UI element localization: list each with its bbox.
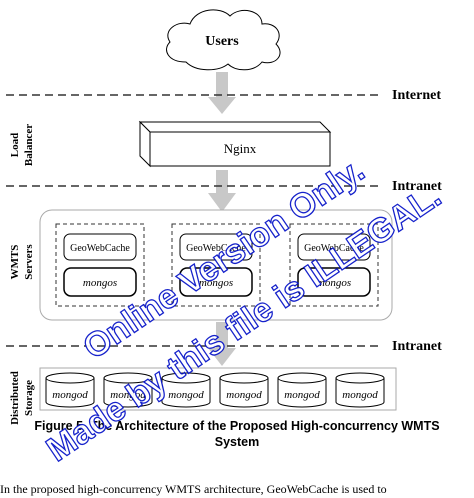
mongod-label: mongod [110, 389, 146, 401]
nginx-box: Nginx [138, 120, 332, 168]
arrow-wmts-to-storage [208, 322, 236, 366]
server-group-2: GeoWebCache mongos [171, 223, 261, 307]
nginx-label: Nginx [224, 141, 257, 156]
intranet-label-upper: Intranet [392, 179, 442, 194]
mongos-box [179, 267, 253, 297]
figure-caption-line1: Figure 5. The Architecture of the Propos… [34, 419, 439, 433]
users-label: Users [205, 34, 239, 49]
mongod-label: mongod [226, 389, 262, 401]
geowebcache-label: GeoWebCache [186, 243, 246, 254]
internet-label: Internet [392, 88, 441, 103]
tier-label-distributed: Distributed [9, 371, 21, 425]
mongos-box [297, 267, 371, 297]
server-group-1: GeoWebCache mongos [55, 223, 145, 307]
mongod-label: mongod [52, 389, 88, 401]
mongos-label: mongos [199, 277, 233, 289]
mongod-cylinder-6: mongod [335, 372, 385, 408]
geowebcache-box [297, 233, 371, 261]
tier-label-servers: Servers [23, 244, 35, 280]
mongod-label: mongod [284, 389, 320, 401]
figure-caption-line2: System [215, 435, 259, 449]
flow-arrows [208, 72, 236, 366]
mongod-cylinder-5: mongod [277, 372, 327, 408]
mongos-box [63, 267, 137, 297]
mongod-label: mongod [168, 389, 204, 401]
mongos-label: mongos [317, 277, 351, 289]
geowebcache-label: GeoWebCache [70, 243, 130, 254]
mongod-cylinder-2: mongod [103, 372, 153, 408]
geowebcache-box [63, 233, 137, 261]
body-text-fragment: In the proposed high-concurrency WMTS ar… [0, 482, 387, 496]
geowebcache-label: GeoWebCache [304, 243, 364, 254]
geowebcache-box [179, 233, 253, 261]
intranet-label-lower: Intranet [392, 339, 442, 354]
mongod-cylinder-4: mongod [219, 372, 269, 408]
users-cloud: Users [166, 9, 281, 71]
tier-label-balancer: Balancer [23, 124, 35, 166]
tier-label-load: Load [9, 133, 21, 157]
mongod-cylinder-1: mongod [45, 372, 95, 408]
tier-label-wmts: WMTS [9, 245, 21, 280]
server-group-3: GeoWebCache mongos [289, 223, 379, 307]
arrow-lb-to-wmts [208, 170, 236, 212]
mongod-cylinder-3: mongod [161, 372, 211, 408]
mongod-label: mongod [342, 389, 378, 401]
mongos-label: mongos [83, 277, 117, 289]
tier-label-storage: Storage [23, 380, 35, 416]
arrow-users-to-lb [208, 72, 236, 114]
network-boundaries [6, 94, 382, 347]
